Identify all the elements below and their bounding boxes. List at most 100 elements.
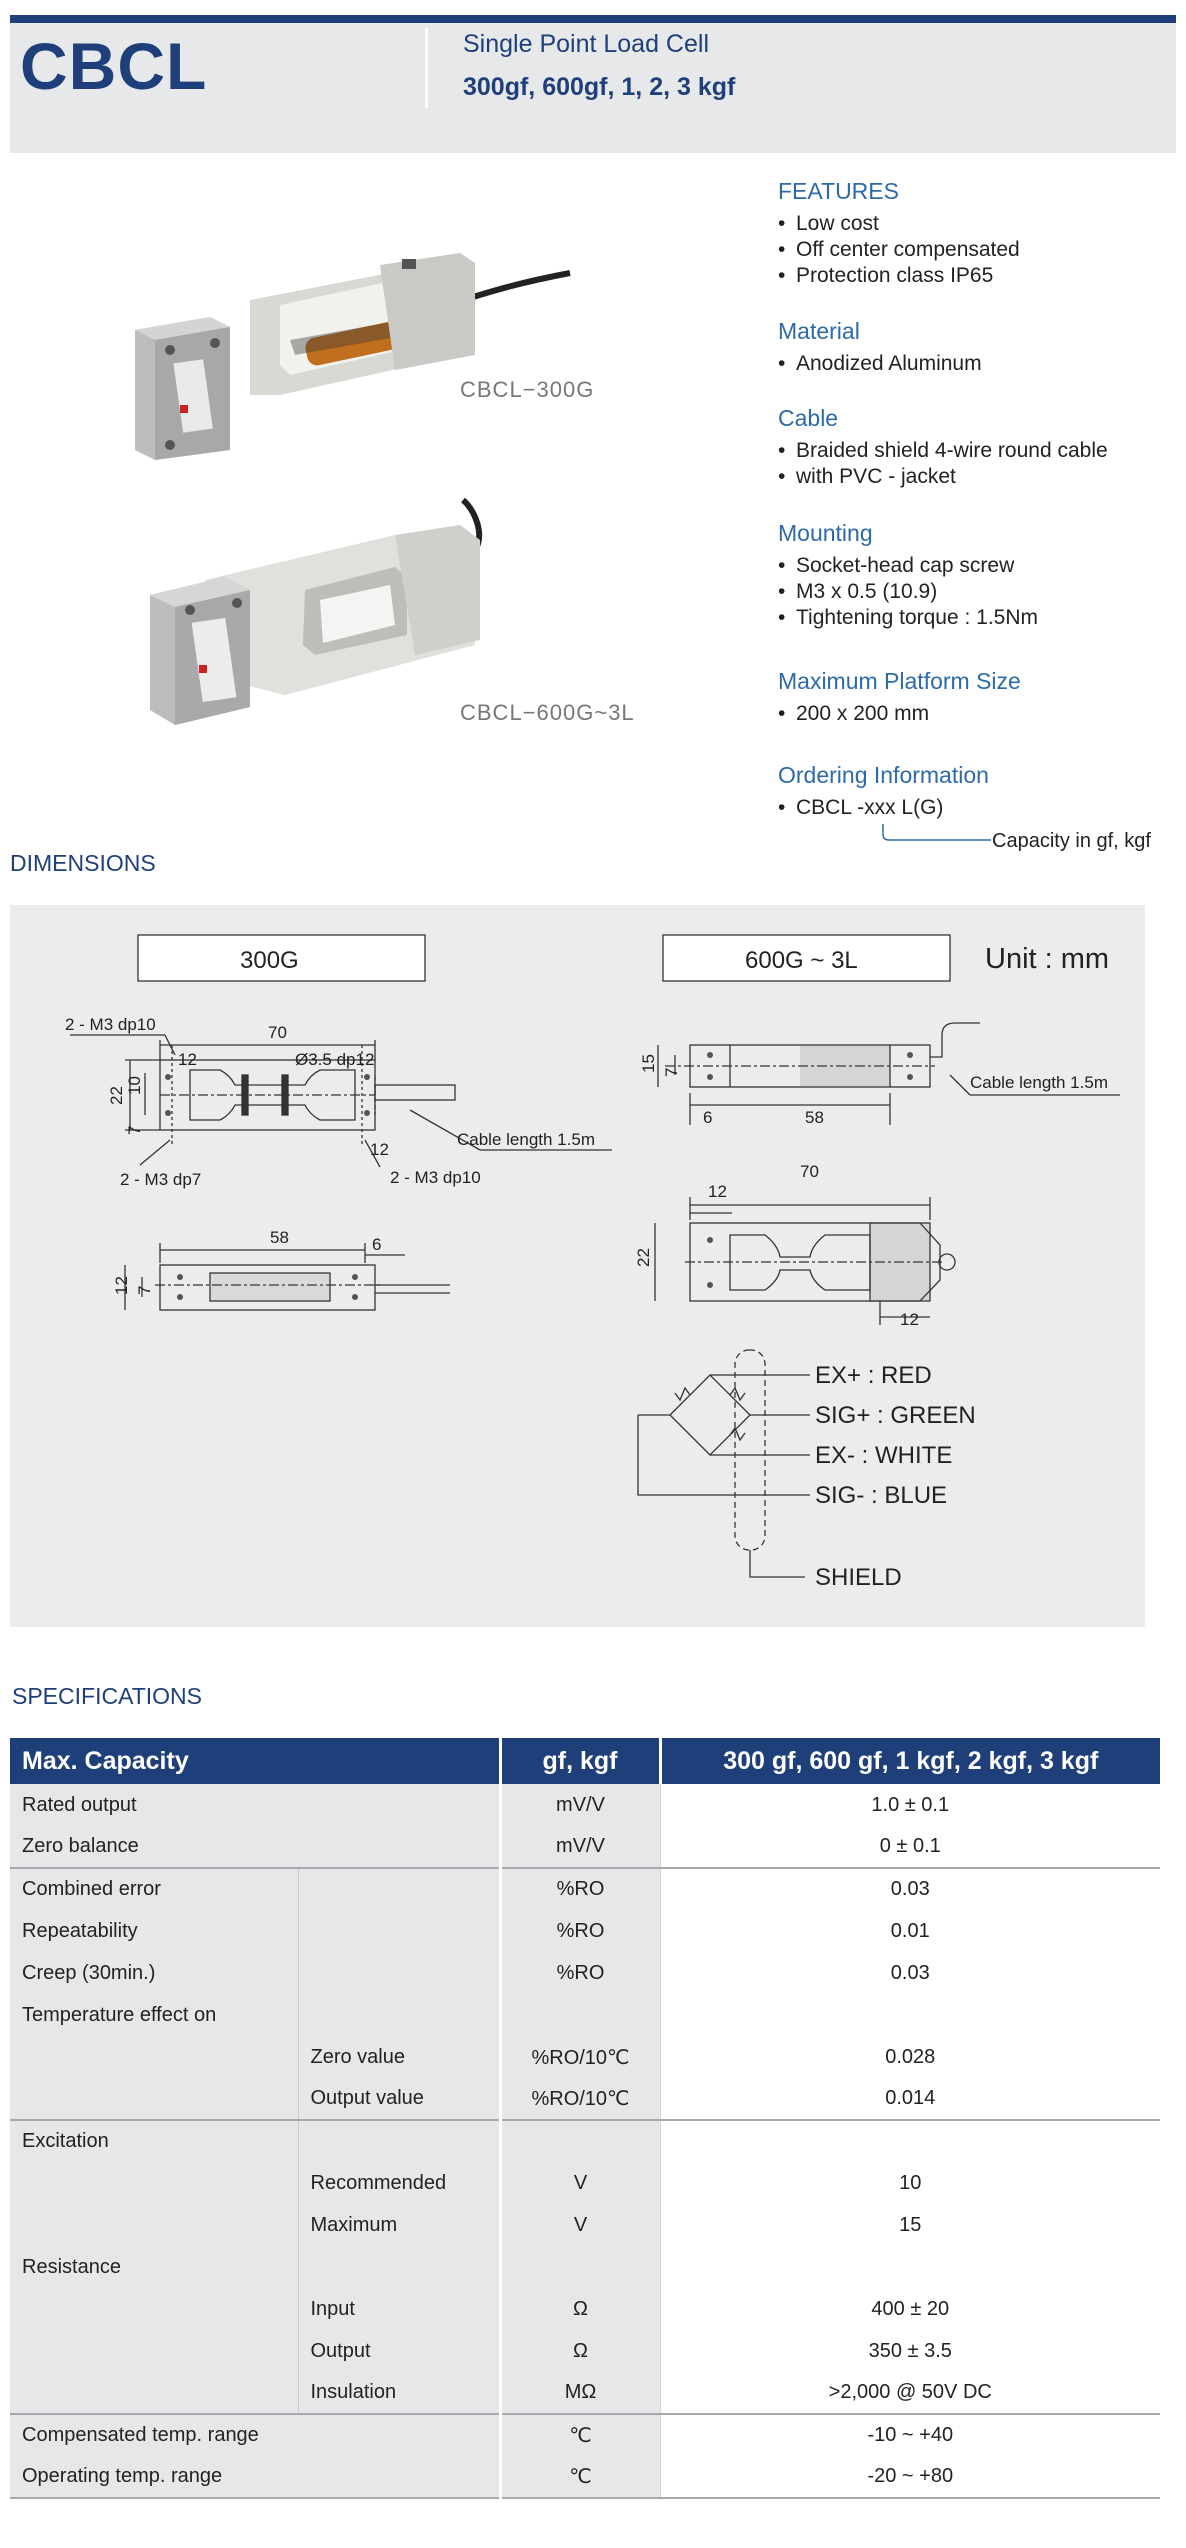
spec-label <box>10 2288 298 2330</box>
spec-sublabel: Output value <box>297 2078 500 2120</box>
dim-12e: 12 <box>900 1310 919 1329</box>
features-section: FEATURES Low cost Off center compensated… <box>778 178 1178 289</box>
spec-sublabel: Input <box>297 2288 500 2330</box>
cable-item: Braided shield 4-wire round cable <box>778 438 1178 464</box>
dim-cable-600: Cable length 1.5m <box>970 1073 1108 1092</box>
spec-value: 0.03 <box>659 1952 1160 1994</box>
feature-item: Low cost <box>778 211 1178 237</box>
product-caption-600g: CBCL−600G~3L <box>460 700 635 725</box>
product-title: CBCL <box>20 29 208 103</box>
wire-shield: SHIELD <box>815 1564 902 1591</box>
product-subtitle: Single Point Load Cell <box>463 30 709 58</box>
spec-label <box>10 2204 298 2246</box>
dim-58: 58 <box>270 1228 289 1247</box>
spec-unit: %RO <box>498 1910 660 1952</box>
spec-value: 15 <box>659 2204 1160 2246</box>
spec-value: 0 ± 0.1 <box>659 1826 1160 1868</box>
wire-exp: EX+ : RED <box>815 1362 932 1389</box>
spec-sublabel <box>297 1994 500 2036</box>
ordering-note: Capacity in gf, kgf <box>992 830 1151 852</box>
spec-label <box>10 2162 298 2204</box>
dim-22b: 22 <box>634 1248 653 1267</box>
spec-label: Compensated temp. range <box>10 2413 500 2456</box>
ordering-heading: Ordering Information <box>778 762 989 788</box>
spec-sublabel <box>297 2246 500 2288</box>
spec-unit: %RO/10℃ <box>498 2036 660 2078</box>
col-max-capacity: Max. Capacity <box>10 1738 500 1784</box>
spec-unit <box>498 2119 660 2162</box>
wire-exm: EX- : WHITE <box>815 1442 952 1469</box>
spec-value <box>659 2246 1160 2288</box>
spec-value <box>659 2119 1160 2162</box>
spec-label <box>10 2036 298 2078</box>
spec-label <box>10 2372 298 2414</box>
spec-sublabel: Zero value <box>297 2036 500 2078</box>
header-band <box>10 23 1176 153</box>
spec-sublabel: Maximum <box>297 2204 500 2246</box>
dim-box-300g: 300G <box>240 947 299 974</box>
spec-unit: mV/V <box>498 1784 660 1826</box>
spec-sublabel <box>297 1952 500 1994</box>
spec-value: 0.03 <box>659 1867 1160 1910</box>
spec-value: -10 ~ +40 <box>659 2413 1160 2456</box>
cable-section: Cable Braided shield 4-wire round cable … <box>778 405 1178 490</box>
dim-70: 70 <box>268 1023 287 1042</box>
dim-22: 22 <box>107 1086 126 1105</box>
spec-label: Rated output <box>10 1784 500 1826</box>
dim-15: 15 <box>639 1054 658 1073</box>
feature-item: Protection class IP65 <box>778 263 1178 289</box>
product-caption-300g: CBCL−300G <box>460 377 595 402</box>
material-section: Material Anodized Aluminum <box>778 318 1178 377</box>
spec-value: 0.01 <box>659 1910 1160 1952</box>
wire-sigp: SIG+ : GREEN <box>815 1402 976 1429</box>
dim-58b: 58 <box>805 1108 824 1127</box>
dim-m3dp10-bot: 2 - M3 dp10 <box>390 1168 481 1187</box>
unit-label: Unit : mm <box>985 943 1109 975</box>
spec-unit: Ω <box>498 2330 660 2372</box>
spec-value: 400 ± 20 <box>659 2288 1160 2330</box>
features-heading: FEATURES <box>778 178 899 204</box>
spec-unit <box>498 2246 660 2288</box>
table-row: Operating temp. range℃-20 ~ +80 <box>10 2456 1160 2499</box>
dim-bore: Ø3.5 dp12 <box>295 1050 374 1069</box>
spec-sublabel: Output <box>297 2330 500 2372</box>
spec-value: 0.028 <box>659 2036 1160 2078</box>
spec-label: Zero balance <box>10 1826 500 1868</box>
spec-value: 0.014 <box>659 2078 1160 2120</box>
spec-unit: mV/V <box>498 1826 660 1868</box>
spec-label: Repeatability <box>10 1910 298 1952</box>
spec-sublabel <box>297 1910 500 1952</box>
dim-7: 7 <box>125 1126 144 1135</box>
ordering-section: Ordering Information CBCL -xxx L(G) <box>778 762 1178 821</box>
spec-label <box>10 2078 298 2120</box>
load-cell-300g-image <box>135 253 571 460</box>
spec-label: Creep (30min.) <box>10 1952 298 1994</box>
dim-7c: 7 <box>662 1068 681 1077</box>
spec-unit: %RO <box>498 1867 660 1910</box>
dim-12c: 12 <box>112 1276 131 1295</box>
table-row: Compensated temp. range℃-10 ~ +40 <box>10 2413 1160 2456</box>
mounting-item: Socket-head cap screw <box>778 553 1178 579</box>
spec-header-row: Max. Capacity gf, kgf 300 gf, 600 gf, 1 … <box>10 1738 1160 1784</box>
dimensions-heading: DIMENSIONS <box>10 850 156 876</box>
dim-70b: 70 <box>800 1162 819 1181</box>
spec-label: Temperature effect on <box>10 1994 298 2036</box>
spec-value: 1.0 ± 0.1 <box>659 1784 1160 1826</box>
spec-label: Operating temp. range <box>10 2456 500 2499</box>
dimensions-panel <box>10 905 1145 1627</box>
spec-unit: ℃ <box>498 2413 660 2456</box>
top-accent-bar <box>10 15 1176 23</box>
dim-10: 10 <box>125 1076 144 1095</box>
specifications-table: Max. Capacity gf, kgf 300 gf, 600 gf, 1 … <box>10 1738 1160 2499</box>
dim-cable-300: Cable length 1.5m <box>457 1130 595 1149</box>
spec-unit: MΩ <box>498 2372 660 2414</box>
specifications-heading: SPECIFICATIONS <box>12 1683 202 1709</box>
feature-item: Off center compensated <box>778 237 1178 263</box>
